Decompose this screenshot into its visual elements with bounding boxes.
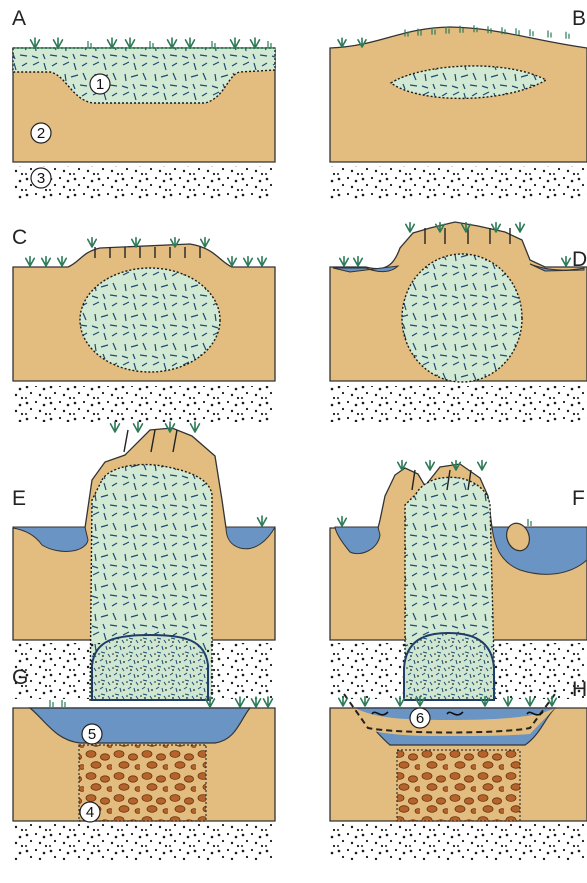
panel-e: E [12, 422, 275, 700]
marker-label-m5: 5 [88, 726, 96, 743]
ice-core-base [92, 635, 208, 700]
grass-tuft-icon [31, 38, 40, 48]
grass-tuft-icon [478, 461, 487, 470]
sprout-icon [150, 41, 153, 48]
sprout-icon [212, 41, 215, 48]
panel-letter-f: F [572, 487, 585, 510]
grass-tuft-icon [186, 38, 195, 48]
grass-tuft-icon [251, 38, 260, 48]
grass-tuft-icon [88, 238, 97, 247]
grass-tuft-icon [562, 257, 571, 266]
gravel-layer [13, 386, 275, 422]
grass-tuft-icon [132, 238, 141, 247]
ice-core-base [404, 633, 494, 700]
grass-tuft-icon [26, 257, 35, 266]
grass-tuft-icon [426, 461, 435, 470]
grass-tuft-icon [516, 223, 525, 232]
panel-h: H6 [330, 678, 587, 860]
panel-f: F [330, 461, 587, 700]
panel-b: B [330, 7, 587, 200]
grass-tuft-icon [126, 38, 135, 48]
sprout-icon [88, 41, 91, 48]
grass-tuft-icon [168, 38, 177, 48]
grass-tuft-icon [340, 257, 349, 266]
panel-letter-g: G [12, 666, 28, 689]
panel-letter-e: E [12, 487, 26, 510]
grass-tuft-icon [42, 257, 51, 266]
grass-tuft-icon [354, 257, 363, 266]
grass-tuft-icon [338, 517, 347, 526]
grass-tuft-icon [108, 38, 117, 48]
panel-d: D [330, 222, 587, 422]
grass-tuft-icon [58, 257, 67, 266]
gravel-layer [13, 166, 275, 200]
panel-letter-b: B [572, 7, 586, 30]
thermokarst-lake [30, 708, 250, 743]
grass-tuft-icon [134, 422, 143, 432]
sprout-icon [50, 700, 53, 707]
sprout-icon [268, 41, 271, 48]
grass-tuft-icon [338, 38, 346, 47]
grass-tuft-icon [228, 257, 237, 266]
panel-a: A 1 2 3 [12, 7, 275, 200]
sprout-icon [516, 28, 519, 35]
sprout-icon [548, 30, 551, 37]
gravel-layer [330, 166, 587, 200]
grass-tuft-icon [244, 257, 253, 266]
grass-tuft-icon [191, 422, 200, 432]
marker-label-m3: 3 [37, 170, 45, 187]
surface-crack [124, 430, 128, 452]
grass-tuft-icon [231, 38, 240, 48]
gravel-layer [13, 824, 275, 860]
grass-tuft-icon [258, 516, 267, 526]
grass-tuft-icon [54, 38, 63, 48]
gravel-layer [330, 386, 587, 422]
grass-tuft-icon [111, 422, 120, 432]
panel-letter-c: C [12, 226, 27, 249]
grass-tuft-icon [258, 257, 267, 266]
sprout-icon [528, 519, 531, 526]
sprout-icon [62, 700, 65, 707]
ice-lens [80, 268, 220, 372]
clast-fill-column [397, 750, 520, 821]
ice-lens [402, 254, 522, 382]
panel-c: C [12, 226, 275, 422]
panel-letter-h: H [572, 678, 587, 701]
gravel-layer [330, 824, 587, 860]
marker-label-m6: 6 [416, 710, 424, 727]
grass-tuft-icon [406, 223, 415, 232]
marker-label-m4: 4 [86, 804, 94, 821]
panel-letter-a: A [12, 7, 26, 30]
sprout-icon [530, 29, 533, 36]
sprout-icon [566, 32, 569, 39]
marker-label-m1: 1 [96, 76, 104, 93]
marker-label-m2: 2 [37, 125, 45, 142]
grass-tuft-icon [201, 238, 210, 247]
